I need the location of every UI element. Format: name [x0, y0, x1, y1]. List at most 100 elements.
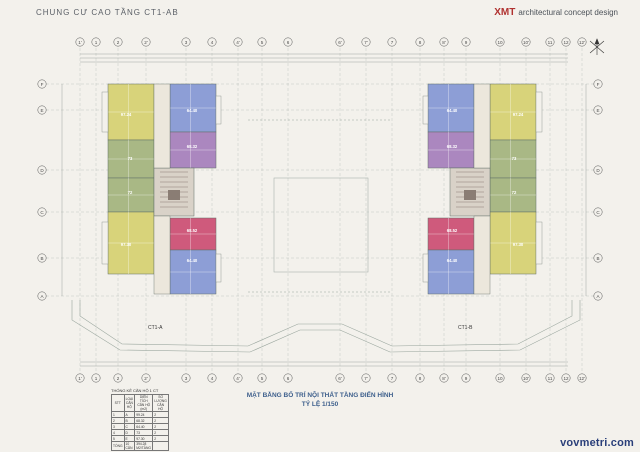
dimension-lines	[61, 53, 587, 367]
grid-bubble	[233, 37, 243, 47]
grid-bubble	[37, 79, 47, 89]
balcony	[535, 91, 543, 133]
grid-bubble	[141, 37, 151, 47]
grid-label: 9	[465, 376, 468, 381]
unit-area-label: 68.52	[187, 228, 198, 233]
grid-label: D	[40, 168, 44, 173]
plan-scale: TỶ LỆ 1/150	[301, 401, 339, 408]
elevator-shaft	[464, 190, 476, 200]
grid-label: 6'	[338, 376, 342, 381]
grid-label: 1	[95, 40, 98, 45]
grid-bubble	[521, 373, 531, 383]
grid-bubble	[593, 165, 603, 175]
grid-bubble	[207, 373, 217, 383]
grid-bubble	[495, 373, 505, 383]
grid-label: 9	[465, 40, 468, 45]
grid-bubble	[415, 373, 425, 383]
block-label-ct1-b: CT1-B	[458, 325, 473, 331]
grid-label: 11	[548, 376, 553, 381]
grid-bubble	[37, 105, 47, 115]
grid-bubble	[113, 37, 123, 47]
unit-area-label: 97.24	[513, 112, 524, 117]
grid-label: 2	[117, 376, 120, 381]
grid-bubble	[593, 105, 603, 115]
grid-label: 5	[261, 376, 264, 381]
grid-bubble	[257, 37, 267, 47]
unit-area-label: 97.30	[513, 242, 524, 247]
grid-label: 2	[117, 40, 120, 45]
grid-label: 10	[497, 40, 503, 45]
drawing-title: CHUNG CƯ CAO TẦNG CT1-AB	[36, 8, 179, 17]
grid-bubble	[439, 37, 449, 47]
grid-bubbles: 1'1'11222'2'33444'4'55666'6'7'7'77888'8'…	[37, 37, 603, 383]
grid-label: 6	[287, 40, 290, 45]
grid-label: 6	[287, 376, 290, 381]
unit-area-label: 72	[128, 190, 133, 195]
grid-bubble	[361, 373, 371, 383]
grid-label: A	[40, 294, 44, 299]
grid-label: E	[596, 108, 599, 113]
grid-label: 12'	[579, 376, 585, 381]
grid-label: C	[596, 210, 600, 215]
balcony	[422, 253, 429, 283]
grid-label: 10	[497, 376, 503, 381]
table-cell: 394.28 M2/TẦNG	[134, 441, 154, 451]
grid-label: 7	[391, 40, 394, 45]
grid-bubble	[335, 37, 345, 47]
grid-label: 3	[185, 376, 188, 381]
grid-bubble	[75, 37, 85, 47]
grid-label: 8	[419, 376, 422, 381]
grid-bubble	[75, 373, 85, 383]
brand-logo: XMT	[494, 7, 516, 18]
grid-label: 12	[563, 376, 569, 381]
grid-bubble	[91, 373, 101, 383]
elevator-shaft	[168, 190, 180, 200]
grid-bubble	[545, 37, 555, 47]
unit-area-label: 73	[512, 156, 517, 161]
north-arrow-icon	[589, 38, 605, 55]
grid-bubble	[141, 373, 151, 383]
grid-bubble	[113, 373, 123, 383]
balcony	[422, 95, 429, 125]
unit-area-label: 97.30	[121, 242, 132, 247]
grid-bubble	[593, 253, 603, 263]
grid-label: F	[41, 82, 44, 87]
grid-bubble	[593, 79, 603, 89]
grid-bubble	[37, 165, 47, 175]
grid-label: E	[40, 108, 43, 113]
grid-label: 10'	[523, 40, 529, 45]
grid-bubble	[387, 37, 397, 47]
grid-bubble	[387, 373, 397, 383]
grid-label: B	[40, 256, 43, 261]
grid-bubble	[283, 37, 293, 47]
balcony	[535, 221, 543, 265]
balcony	[101, 221, 109, 265]
grid-label: 4	[211, 40, 214, 45]
corridor	[153, 215, 171, 295]
grid-bubble	[257, 373, 267, 383]
grid-bubble	[283, 373, 293, 383]
unit-area-label: 64.40	[447, 258, 458, 263]
grid-label: 7'	[364, 376, 368, 381]
unit-area-label: 68.52	[447, 228, 458, 233]
unit-area-label: 64.40	[447, 108, 458, 113]
grid-bubble	[439, 373, 449, 383]
grid-bubble	[577, 373, 587, 383]
grid-bubble	[593, 207, 603, 217]
unit-area-label: 68.32	[447, 144, 458, 149]
grid-bubble	[461, 37, 471, 47]
unit-area-label: 64.40	[187, 258, 198, 263]
grid-label: F	[597, 82, 600, 87]
watermark: vovmetri.com	[560, 437, 634, 449]
grid-bubble	[207, 37, 217, 47]
corridor	[153, 83, 171, 169]
unit-area-label: 64.40	[187, 108, 198, 113]
grid-label: D	[596, 168, 600, 173]
grid-label: 6'	[338, 40, 342, 45]
grid-label: 3	[185, 40, 188, 45]
